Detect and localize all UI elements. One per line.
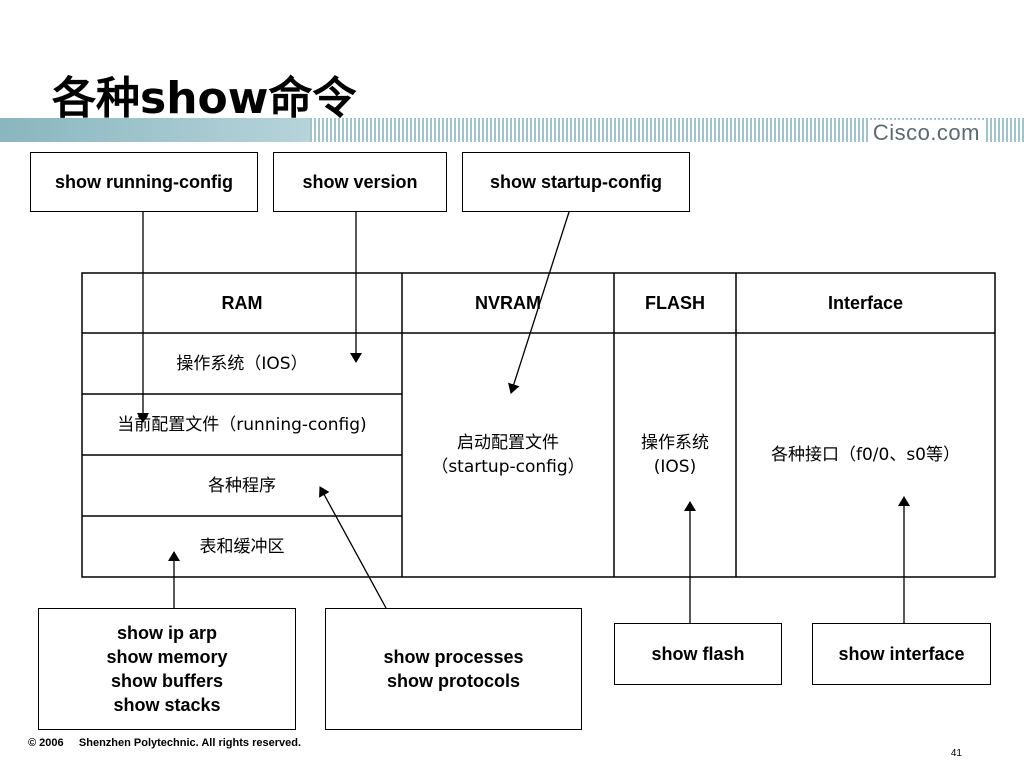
cmd-show-interface: show interface: [812, 623, 991, 685]
cmd-line: show protocols: [386, 671, 520, 691]
header-nvram: NVRAM: [475, 292, 541, 313]
ram-row-programs: 各种程序: [208, 475, 276, 496]
nvram-line: 启动配置文件: [456, 433, 559, 453]
cmd-show-flash: show flash: [614, 623, 782, 685]
slide-title: 各种show命令: [52, 73, 357, 124]
footer-copyright: © 2006 Shenzhen Polytechnic. All rights …: [28, 737, 302, 749]
header-interface: Interface: [827, 292, 904, 313]
arrow-processes: [319, 486, 387, 609]
flash-line: 操作系统: [641, 433, 709, 453]
ram-row-tables-buffers: 表和缓冲区: [199, 536, 285, 557]
cmd-label: show startup-config: [490, 172, 662, 192]
cmd-line: show stacks: [113, 695, 221, 715]
interface-content: 各种接口（f0/0、s0等）: [770, 445, 961, 465]
cmd-show-running-config: show running-config: [30, 152, 258, 212]
ram-row-ios: 操作系统（IOS）: [176, 353, 308, 374]
header-flash: FLASH: [645, 292, 705, 313]
flash-line: (IOS): [653, 457, 697, 477]
nvram-line: （startup-config）: [431, 457, 585, 477]
cmd-line: show memory: [106, 647, 228, 667]
cisco-logo: Cisco.com: [868, 120, 984, 146]
cmd-show-startup-config: show startup-config: [462, 152, 690, 212]
nvram-content: 启动配置文件 （startup-config）: [402, 333, 614, 577]
page-number: 41: [950, 748, 962, 759]
cmd-show-version: show version: [273, 152, 447, 212]
cmd-group-memory: show ip arp show memory show buffers sho…: [38, 608, 296, 730]
ram-row-running-config: 当前配置文件（running-config): [117, 414, 367, 435]
cmd-label: show running-config: [55, 172, 233, 192]
arrow-startup-config: [508, 211, 570, 394]
cmd-label: show version: [302, 172, 418, 192]
cmd-group-processes: show processes show protocols: [325, 608, 582, 730]
cmd-line: show ip arp: [116, 623, 217, 643]
cmd-line: show interface: [838, 644, 965, 664]
header-ram: RAM: [221, 292, 263, 313]
flash-content: 操作系统 (IOS): [614, 333, 736, 577]
header-band-solid: [0, 118, 310, 142]
cmd-line: show processes: [383, 647, 524, 667]
cmd-line: show buffers: [110, 671, 223, 691]
cmd-line: show flash: [651, 644, 745, 664]
